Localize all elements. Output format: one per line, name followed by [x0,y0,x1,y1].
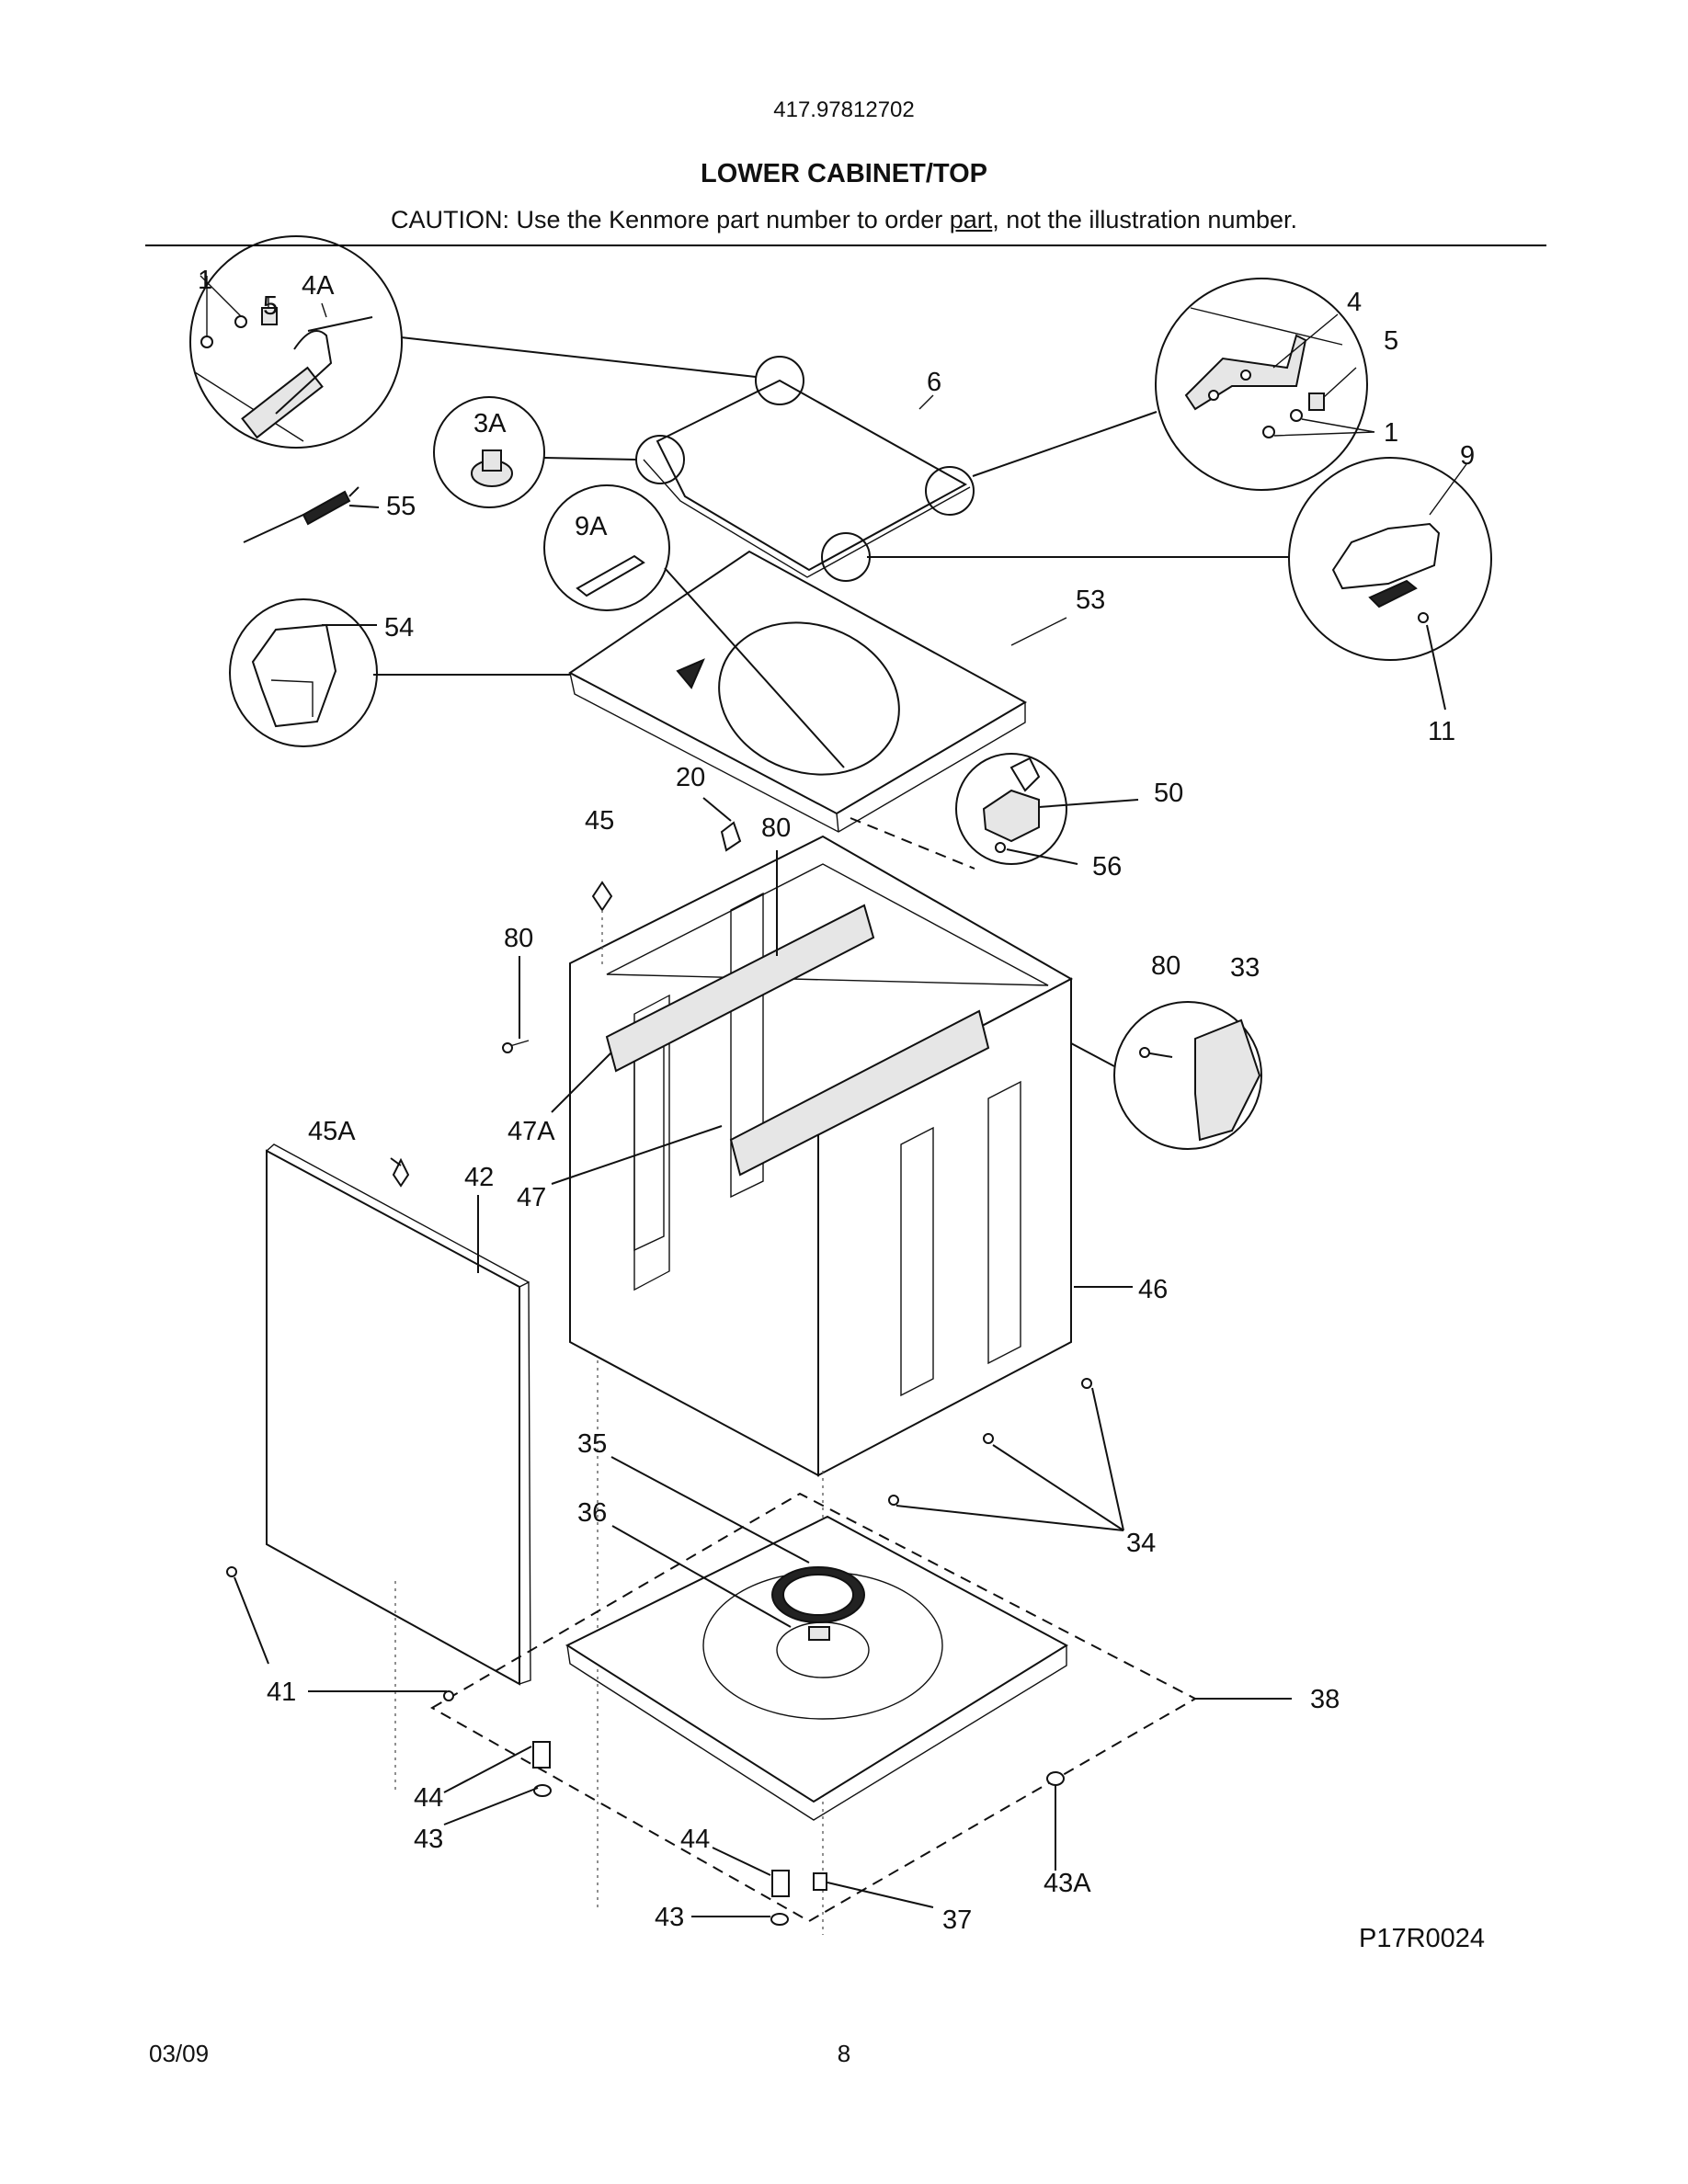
footer-date: 03/09 [149,2040,210,2067]
caution-underlined-word: part [949,206,993,233]
figure-code: P17R0024 [1359,1924,1485,1953]
callout-5-left: 5 [263,291,278,321]
callout-4A: 4A [302,271,335,301]
callout-9: 9 [1460,441,1475,471]
callout-4: 4 [1347,288,1362,317]
page-title: LOWER CABINET/TOP [700,159,988,188]
cabinet-part-46 [569,835,1074,1935]
switch-detail-50 [955,753,1139,865]
callout-56: 56 [1092,852,1122,882]
callout-80-right: 80 [1151,951,1180,981]
clip-detail-9 [867,457,1492,711]
hinge-detail-left [189,235,757,449]
callout-44-bottom: 44 [680,1825,710,1854]
bracket-detail-54 [229,598,570,747]
leader-lines [234,394,1292,1917]
callout-9A: 9A [575,512,608,541]
callout-labels: 1 5 4A 3A 55 9A 6 4 5 1 9 53 11 54 20 45… [198,266,1485,1953]
header-divider [145,245,1546,246]
lid-part-6 [635,356,975,582]
top-panel-part-53 [568,550,1028,870]
bumper-detail-3A [433,396,637,508]
caution-prefix: CAUTION: Use the Kenmore part number to … [391,206,950,233]
callout-45A: 45A [308,1117,356,1146]
callout-36: 36 [577,1498,607,1528]
callout-53: 53 [1076,586,1105,615]
callout-1-right: 1 [1384,418,1398,448]
callout-35: 35 [577,1429,607,1459]
callout-11: 11 [1428,717,1455,746]
callout-50: 50 [1154,779,1183,808]
front-panel-part-42 [266,1143,531,1792]
callout-43A: 43A [1044,1869,1091,1898]
model-number: 417.97812702 [773,97,915,122]
page-number: 8 [837,2040,851,2067]
hinge-detail-right [972,278,1375,491]
callout-6: 6 [927,368,941,397]
callout-43-bottom: 43 [655,1903,684,1932]
callout-37: 37 [942,1905,972,1935]
callout-80-top: 80 [761,813,791,843]
fasteners-cabinet [502,821,742,1053]
callout-55: 55 [386,492,416,521]
callout-34: 34 [1126,1529,1156,1558]
callout-1-left: 1 [198,266,212,295]
callout-44-left: 44 [414,1783,443,1813]
caution-suffix: , not the illustration number. [992,206,1297,233]
spring-part-55 [243,486,380,543]
feet-and-screws [226,1157,1092,1926]
latch-detail-33 [1070,1001,1262,1150]
callout-41: 41 [267,1678,296,1707]
callout-45: 45 [585,806,614,836]
callout-43-left: 43 [414,1825,443,1854]
clip-detail-9A [543,484,845,768]
callout-80-left: 80 [504,924,533,953]
callout-46: 46 [1138,1275,1168,1304]
callout-54: 54 [384,613,414,643]
base-part-38 [429,1492,1198,1923]
caution-note: CAUTION: Use the Kenmore part number to … [0,206,1688,234]
callout-33: 33 [1230,953,1260,983]
callout-42: 42 [464,1163,494,1192]
callout-47: 47 [517,1183,546,1212]
callout-5-right: 5 [1384,326,1398,356]
callout-3A: 3A [473,409,507,438]
callout-47A: 47A [508,1117,555,1146]
callout-38: 38 [1310,1685,1340,1714]
callout-20: 20 [676,763,705,792]
